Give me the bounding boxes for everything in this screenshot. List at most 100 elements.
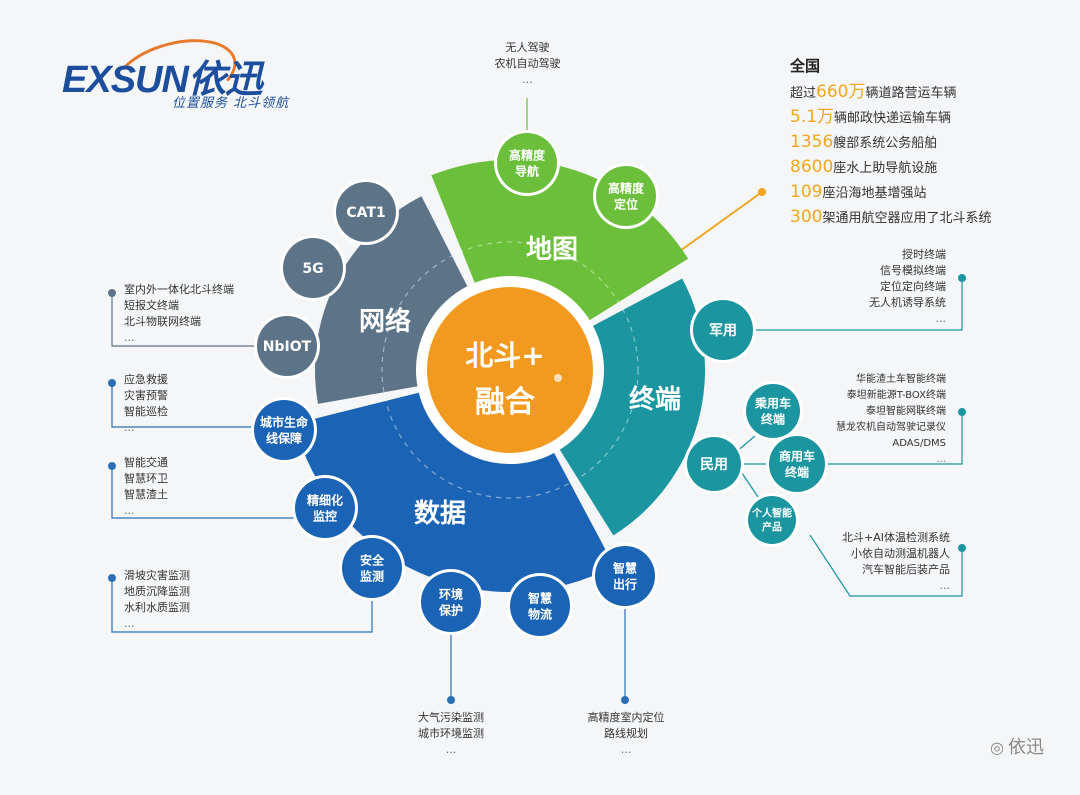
stat-suffix: 座水上助导航设施 bbox=[833, 161, 938, 176]
dot-env bbox=[447, 696, 455, 704]
annotation-civil: 华能渣土车智能终端 泰坦新能源T-BOX终端 泰坦智能网联终端 慧龙农机自动驾驶… bbox=[800, 372, 946, 468]
stat-row: 300架通用航空器应用了北斗系统 bbox=[790, 205, 991, 230]
node-military-label: 军用 bbox=[709, 323, 737, 339]
wechat-icon: ◎ bbox=[990, 738, 1004, 757]
node-hd-pos-label: 高精度 bbox=[608, 180, 645, 195]
stat-number: 300 bbox=[790, 207, 823, 227]
annotation-fine-ellipsis: ... bbox=[124, 504, 135, 517]
node-hd-pos-label: 定位 bbox=[614, 196, 638, 211]
annotation-civil-line: 泰坦智能网联终端 bbox=[866, 406, 946, 417]
annotation-military-line: 无人机诱导系统 bbox=[869, 296, 946, 309]
annotation-network-line: 室内外一体化北斗终端 bbox=[124, 283, 234, 296]
connector-military bbox=[750, 278, 963, 331]
stat-suffix: 辆道路营运车辆 bbox=[865, 86, 957, 101]
center-title-2: 融合 bbox=[475, 385, 535, 420]
node-nbiot-label: NbIOT bbox=[263, 339, 312, 355]
dot-city bbox=[108, 379, 116, 387]
node-fine-monitor-disc bbox=[295, 478, 355, 538]
node-military: 军用 bbox=[690, 297, 756, 363]
stats-title: 全国 bbox=[790, 57, 821, 75]
annotation-city: 应急救援 灾害预警 智能巡检 ... bbox=[124, 372, 168, 436]
annotation-top-ellipsis: ... bbox=[522, 73, 533, 86]
annotation-network-ellipsis: ... bbox=[124, 331, 135, 344]
node-civil: 民用 bbox=[684, 434, 744, 494]
node-passenger-terminal-label: 乘用车 bbox=[754, 395, 791, 410]
annotation-city-ellipsis: ... bbox=[124, 421, 135, 434]
dot-safety bbox=[108, 574, 116, 582]
stat-row: 8600座水上助导航设施 bbox=[790, 155, 991, 180]
node-nbiot-disc bbox=[257, 316, 317, 376]
node-nbiot: NbIOT bbox=[254, 313, 320, 379]
annotation-safety-line: 滑坡灾害监测 bbox=[124, 569, 190, 582]
annotation-top: 无人驾驶 农机自动驾驶 ... bbox=[480, 40, 575, 88]
stat-suffix: 座沿海地基增强站 bbox=[822, 186, 927, 201]
connector-city bbox=[111, 385, 258, 428]
annotation-military-line: 信号模拟终端 bbox=[880, 264, 946, 277]
annotation-fine-line: 智慧环卫 bbox=[124, 472, 168, 485]
annotation-env: 大气污染监测 城市环境监测 ... bbox=[395, 710, 507, 758]
stat-row: 超过660万辆道路营运车辆 bbox=[790, 80, 991, 105]
stat-prefix: 超过 bbox=[790, 86, 817, 101]
node-5g-disc bbox=[283, 238, 343, 298]
dot-civil bbox=[958, 408, 966, 416]
connector-personal bbox=[809, 534, 963, 597]
node-fine-monitor-label: 监控 bbox=[313, 508, 337, 523]
annotation-military-line: 定位定向终端 bbox=[880, 280, 946, 293]
annotation-city-line: 灾害预警 bbox=[124, 389, 168, 402]
node-personal-product-disc bbox=[748, 496, 796, 544]
stat-row: 5.1万辆邮政快递运输车辆 bbox=[790, 105, 991, 130]
node-city-lifeline-label: 城市生命 bbox=[260, 414, 309, 429]
node-smart-travel-label: 智慧 bbox=[612, 560, 637, 575]
connector-network bbox=[111, 295, 257, 347]
segment-label-map: 地图 bbox=[526, 235, 578, 265]
annotation-top-line: 无人驾驶 bbox=[505, 41, 550, 54]
connector-safety bbox=[111, 580, 373, 633]
segment-terminal bbox=[510, 278, 706, 536]
annotation-civil-line: 泰坦新能源T-BOX终端 bbox=[846, 390, 946, 401]
annotation-safety-line: 地质沉降监测 bbox=[124, 585, 190, 598]
stat-row: 109座沿海地基增强站 bbox=[790, 180, 991, 205]
annotation-personal-line: 汽车智能后装产品 bbox=[862, 563, 950, 576]
annotation-travel-line: 路线规划 bbox=[604, 727, 648, 740]
node-military-disc bbox=[693, 300, 753, 360]
annotation-military-line: 授时终端 bbox=[902, 248, 946, 261]
annotation-env-line: 大气污染监测 bbox=[418, 711, 484, 724]
connector-dots bbox=[108, 188, 966, 704]
logo-tagline: 位置服务 北斗领航 bbox=[172, 96, 290, 111]
node-smart-logistics-label: 物流 bbox=[528, 606, 552, 621]
annotation-travel-line: 高精度室内定位 bbox=[587, 711, 665, 724]
segment-label-data: 数据 bbox=[414, 499, 466, 529]
annotation-personal-line: 北斗+AI体温检测系统 bbox=[842, 531, 950, 544]
dashed-ring bbox=[381, 241, 639, 499]
annotation-network: 室内外一体化北斗终端 短报文终端 北斗物联网终端 ... bbox=[124, 282, 234, 346]
node-fine-monitor-label: 精细化 bbox=[307, 492, 343, 507]
segment-labels: 地图 网络 终端 数据 bbox=[359, 235, 681, 529]
annotation-fine: 智能交通 智慧环卫 智慧渣土 ... bbox=[124, 455, 168, 519]
stat-suffix: 辆邮政快递运输车辆 bbox=[834, 111, 952, 126]
annotation-network-line: 北斗物联网终端 bbox=[124, 315, 201, 328]
annotation-top-line: 农机自动驾驶 bbox=[494, 57, 561, 70]
annotation-safety: 滑坡灾害监测 地质沉降监测 水利水质监测 ... bbox=[124, 568, 190, 632]
annotation-personal: 北斗+AI体温检测系统 小依自动测温机器人 汽车智能后装产品 ... bbox=[810, 530, 950, 594]
annotation-civil-line: ADAS/DMS bbox=[892, 438, 946, 449]
node-city-lifeline-label: 线保障 bbox=[266, 430, 302, 445]
annotation-fine-line: 智慧渣土 bbox=[124, 488, 168, 501]
stat-suffix: 艘部系统公务船舶 bbox=[833, 136, 938, 151]
node-env-protect-disc bbox=[421, 572, 481, 632]
node-smart-logistics-disc bbox=[510, 576, 570, 636]
node-smart-travel-label: 出行 bbox=[613, 576, 637, 591]
segment-label-terminal: 终端 bbox=[629, 384, 681, 415]
node-5g: 5G bbox=[280, 235, 346, 301]
annotation-fine-line: 智能交通 bbox=[124, 456, 168, 469]
annotation-personal-ellipsis: ... bbox=[939, 579, 951, 592]
annotation-env-line: 城市环境监测 bbox=[418, 727, 484, 740]
